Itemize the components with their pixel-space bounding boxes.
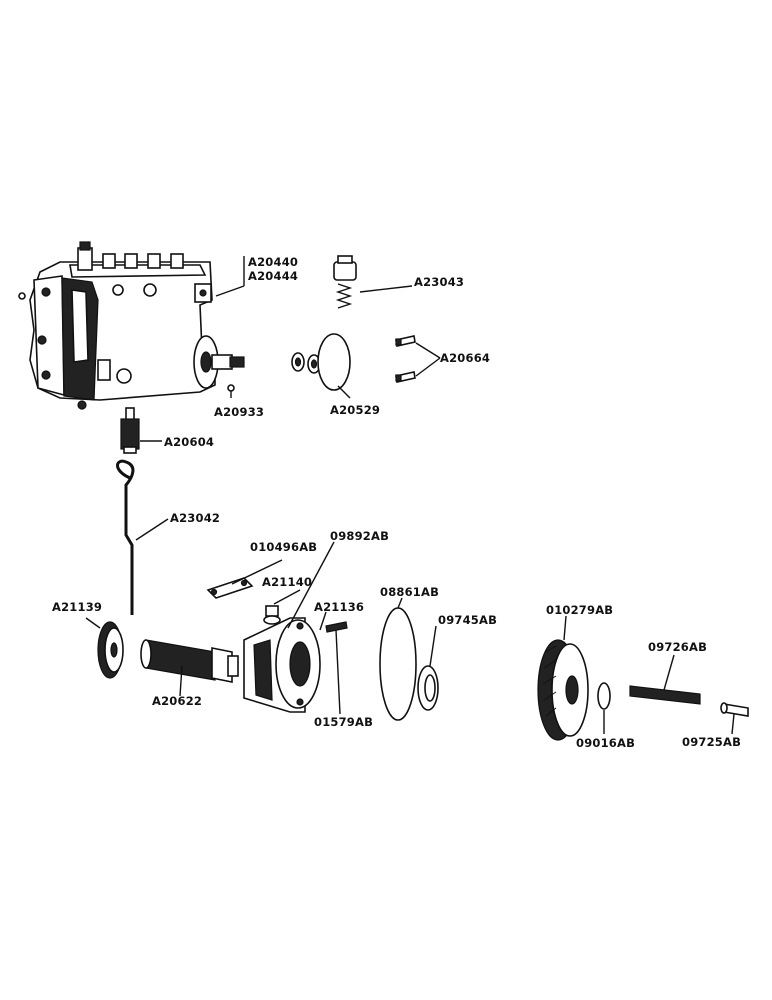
roll-pin-part bbox=[325, 621, 348, 633]
small-pin-part bbox=[227, 384, 235, 398]
drive-housing-part bbox=[243, 617, 321, 713]
fitting-part bbox=[120, 407, 140, 454]
leader-lines bbox=[85, 256, 735, 735]
injection-pump-illustration bbox=[18, 241, 245, 410]
part-number-label: A21140 bbox=[262, 575, 312, 589]
part-number-label: A21139 bbox=[52, 600, 102, 614]
part-number-label: 09016AB bbox=[576, 736, 635, 750]
part-number-label: 010279AB bbox=[546, 603, 613, 617]
part-number-label: 08861AB bbox=[380, 585, 439, 599]
gear-shaft-part bbox=[629, 685, 701, 705]
part-number-label: 09892AB bbox=[330, 529, 389, 543]
stud-pair-part bbox=[395, 335, 416, 383]
part-number-label: A20444 bbox=[248, 269, 298, 283]
rod-part bbox=[116, 459, 135, 615]
helical-gear-part bbox=[537, 639, 589, 741]
drive-shaft-part bbox=[140, 639, 239, 683]
large-gasket-ring-part bbox=[379, 607, 417, 721]
part-number-label: 09726AB bbox=[648, 640, 707, 654]
nut-pair-part bbox=[291, 352, 321, 374]
small-gear-part bbox=[97, 621, 124, 679]
part-number-label: A23042 bbox=[170, 511, 220, 525]
part-number-label: A20664 bbox=[440, 351, 490, 365]
washer-part bbox=[417, 665, 439, 711]
part-number-label: 010496AB bbox=[250, 540, 317, 554]
part-number-label: A20529 bbox=[330, 403, 380, 417]
part-number-labels: A20440 A20444 A23043 A20664 A20933 A2052… bbox=[52, 255, 741, 750]
snap-ring-part bbox=[597, 682, 611, 710]
part-number-label: A20440 bbox=[248, 255, 298, 269]
bolt-part bbox=[263, 605, 281, 625]
plug-and-spring-part bbox=[333, 255, 357, 309]
part-number-label: A23043 bbox=[414, 275, 464, 289]
gasket-ring-part bbox=[317, 333, 351, 391]
part-number-label: 01579AB bbox=[314, 715, 373, 729]
part-number-label: 09725AB bbox=[682, 735, 741, 749]
adjusting-screw-part bbox=[720, 702, 749, 717]
part-number-label: 09745AB bbox=[438, 613, 497, 627]
lock-plate-part bbox=[206, 577, 254, 599]
part-number-label: A20604 bbox=[164, 435, 214, 449]
part-number-label: A20622 bbox=[152, 694, 202, 708]
part-number-label: A21136 bbox=[314, 600, 364, 614]
part-number-label: A20933 bbox=[214, 405, 264, 419]
